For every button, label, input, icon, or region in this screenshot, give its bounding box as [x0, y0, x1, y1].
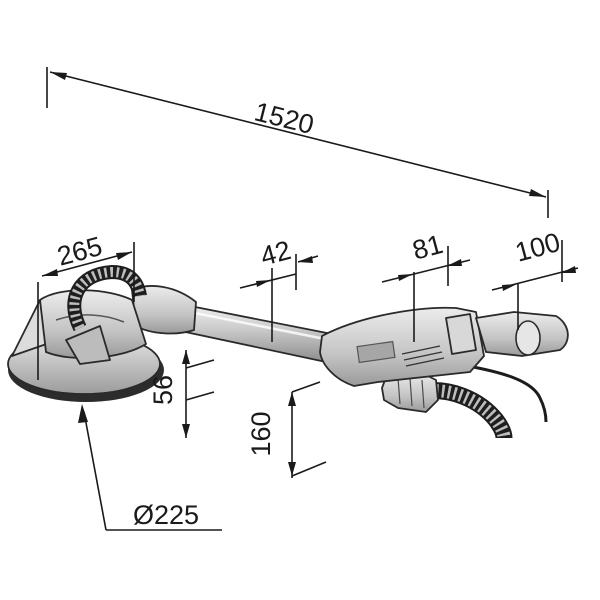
drywall-sander-illustration [7, 264, 569, 439]
motor-housing [319, 306, 485, 387]
overall-length-label: 1520 [251, 96, 317, 140]
dimension-head-height: 56 [148, 350, 215, 438]
head-width-label: 265 [54, 231, 105, 272]
tube-diameter-label: 42 [257, 235, 294, 272]
power-cable [467, 364, 548, 423]
dimension-overall-length: 1520 [46, 67, 549, 218]
handle-end-cap [515, 320, 541, 356]
dimension-motor-width: 81 [381, 229, 471, 342]
dimension-motor-height: 160 [246, 381, 327, 478]
dimension-pad-diameter: Ø225 [78, 404, 222, 531]
sanding-head [7, 289, 164, 402]
vacuum-hose-head [67, 264, 147, 332]
vacuum-hose-rear [416, 382, 513, 439]
head-height-label: 56 [148, 375, 178, 405]
neck-collar [131, 285, 197, 335]
motor-height-label: 160 [246, 411, 276, 456]
vent-slots [401, 345, 445, 367]
motor-width-label: 81 [409, 229, 446, 266]
switch-block [445, 313, 477, 355]
pad-diameter-label: Ø225 [133, 500, 199, 530]
motor-label-plate [356, 340, 396, 364]
handle-width-label: 100 [512, 227, 563, 268]
